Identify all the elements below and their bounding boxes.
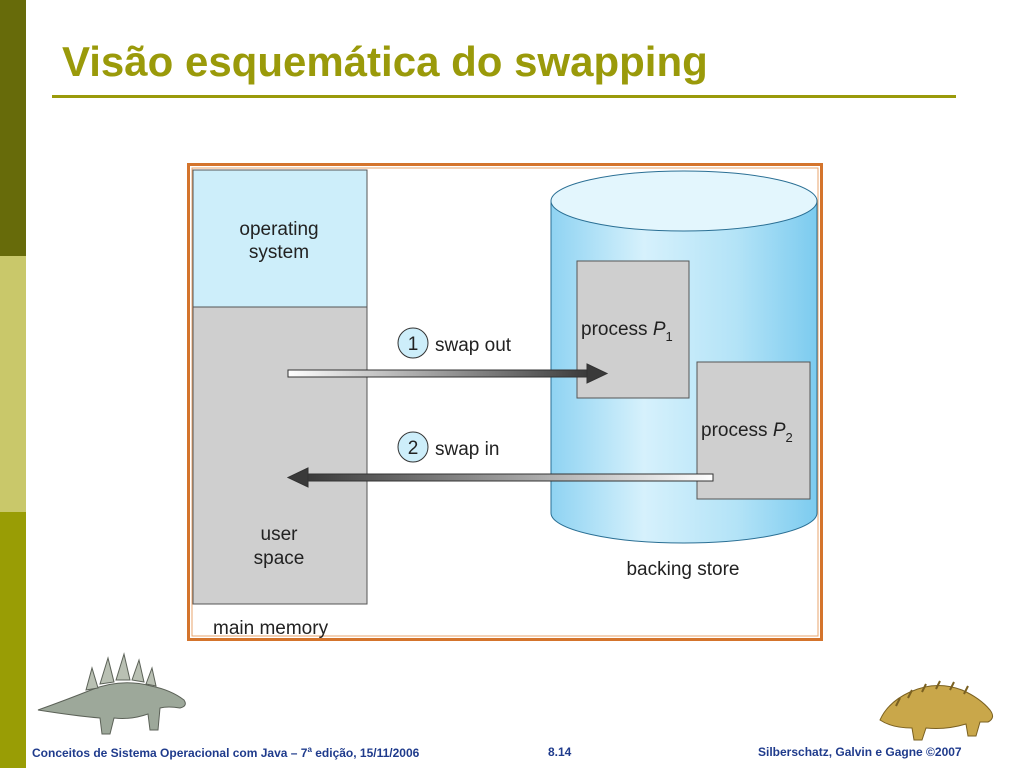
title-underline — [52, 95, 956, 98]
process-p1-var: P — [653, 319, 666, 340]
stegosaurus-illustration — [37, 652, 186, 735]
process-p2-sub: 2 — [786, 430, 793, 445]
sidebar-band-mid — [0, 512, 26, 768]
process-p2-label: process P2 — [701, 420, 793, 445]
step2-label: swap in — [435, 439, 499, 460]
sidebar-band-dark — [0, 0, 26, 256]
os-region — [192, 169, 368, 308]
swap-out-arrow — [287, 363, 609, 384]
process-p2-text: process — [701, 420, 773, 441]
user-space-label-line1: user — [261, 524, 299, 545]
process-p2-box — [696, 361, 811, 500]
step2-number: 2 — [408, 438, 419, 459]
footer-course-sup: a — [307, 745, 312, 754]
footer-course-suffix: edição, 15/11/2006 — [311, 746, 420, 760]
footer-course: Conceitos de Sistema Operacional com Jav… — [32, 745, 419, 760]
swapping-diagram: operating system user space main memory … — [187, 163, 823, 641]
footer-authors: Silberschatz, Galvin e Gagne ©2007 — [758, 745, 962, 759]
sidebar-decoration — [0, 0, 26, 768]
step2-badge — [397, 431, 429, 463]
main-memory-label: main memory — [213, 618, 329, 639]
step1-number: 1 — [408, 334, 419, 355]
os-label-line2: system — [249, 242, 309, 263]
slide-title: Visão esquemática do swapping — [62, 38, 708, 85]
swap-in-arrow — [286, 467, 714, 488]
process-p1-label: process P1 — [581, 319, 673, 344]
footer-course-prefix: Conceitos de Sistema Operacional com Jav… — [32, 746, 308, 760]
user-space-region — [192, 306, 368, 605]
step1-badge — [397, 327, 429, 359]
backing-store-cylinder-top — [550, 170, 818, 232]
ankylosaurus-illustration — [879, 680, 994, 741]
user-space-label-line2: space — [254, 548, 305, 569]
backing-store-label: backing store — [626, 559, 739, 580]
process-p2-var: P — [773, 420, 786, 441]
step1-label: swap out — [435, 335, 512, 356]
footer-page-number: 8.14 — [548, 745, 572, 759]
os-label-line1: operating — [239, 219, 318, 240]
diagram-frame-inner — [191, 167, 819, 637]
process-p1-sub: 1 — [666, 329, 673, 344]
sidebar-band-light — [0, 256, 26, 512]
process-p1-text: process — [581, 319, 653, 340]
